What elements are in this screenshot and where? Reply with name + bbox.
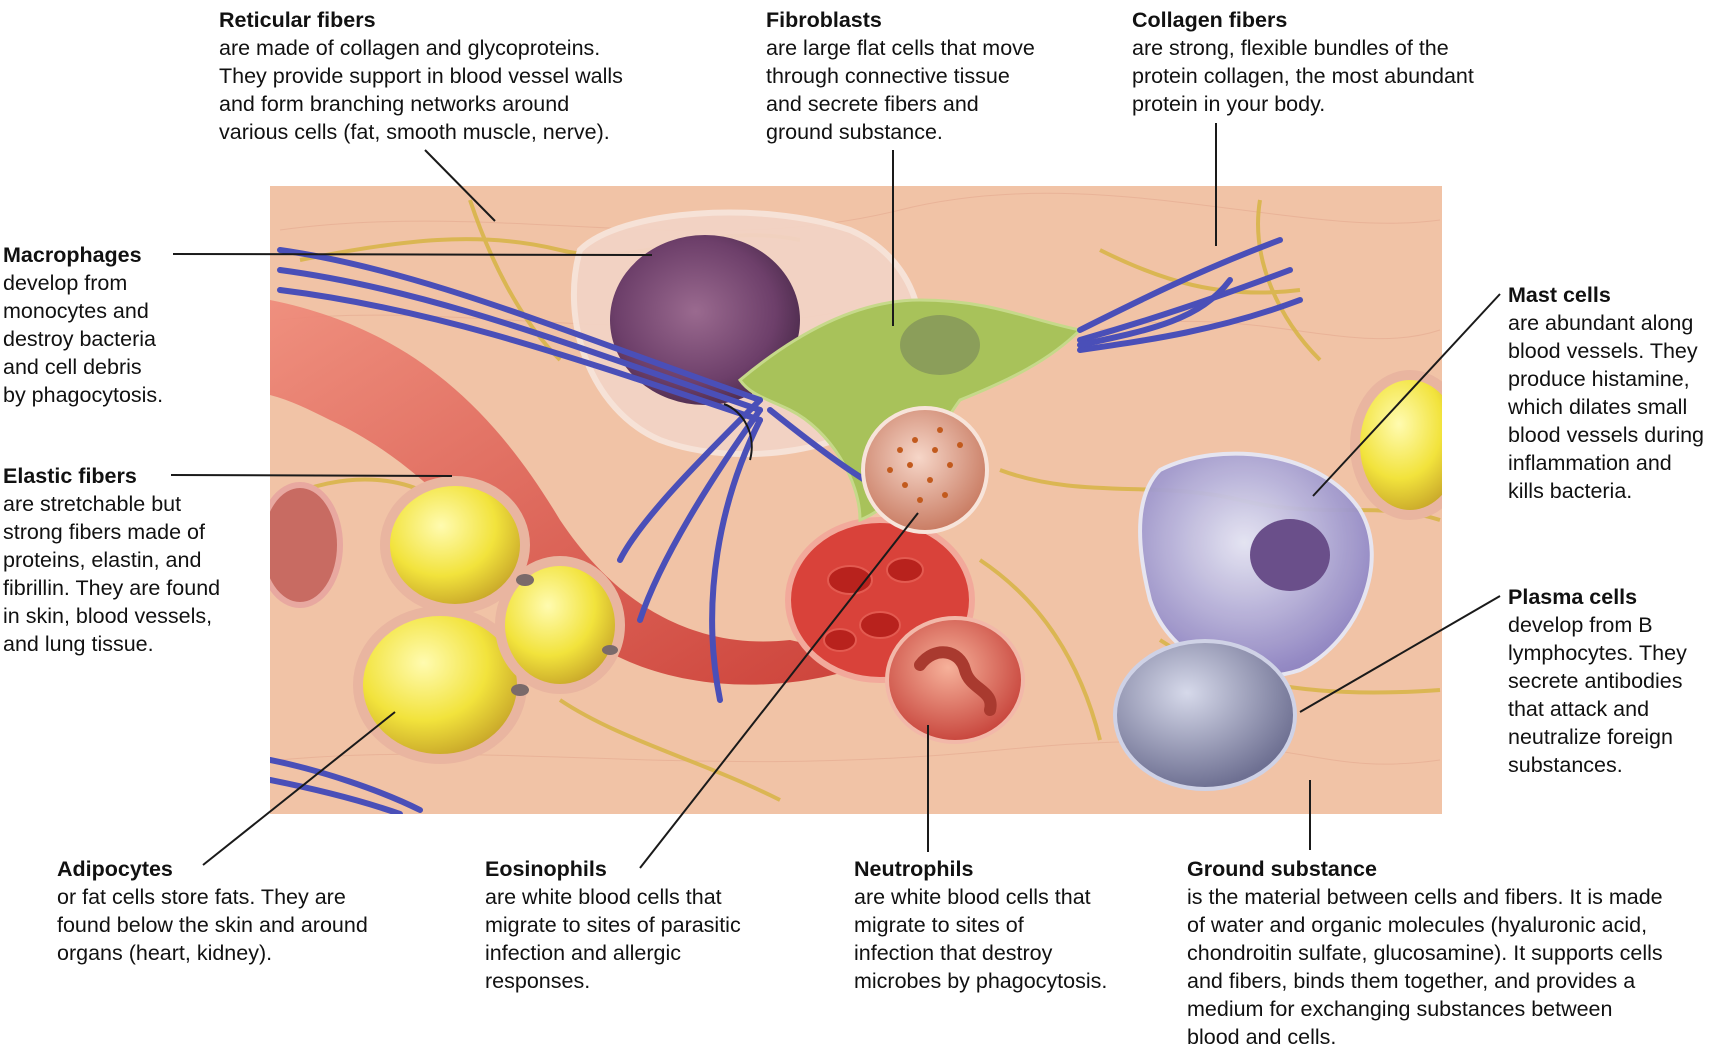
collagen-line: protein in your body. [1132,92,1326,116]
elastic-line: proteins, elastin, and [3,548,202,572]
ground-line: blood and cells. [1187,1025,1337,1049]
ground-line: and fibers, binds them together, and pro… [1187,969,1636,993]
adipocytes-line: found below the skin and around [57,913,368,937]
elastic-line: and lung tissue. [3,632,154,656]
collagen-title: Collagen fibers [1132,8,1288,32]
neutrophil-cell [885,616,1025,744]
adipocytes-line: organs (heart, kidney). [57,941,273,965]
neutrophils-title: Neutrophils [854,857,974,881]
label-eosinophils: Eosinophils are white blood cells that m… [485,855,741,995]
macrophages-line: by phagocytosis. [3,383,164,407]
label-adipocytes: Adipocytes or fat cells store fats. They… [57,855,368,967]
eosinophils-title: Eosinophils [485,857,607,881]
eosinophils-line: responses. [485,969,591,993]
adipocytes-title: Adipocytes [57,857,173,881]
reticular-line: They provide support in blood vessel wal… [219,64,623,88]
macrophages-line: destroy bacteria [3,327,156,351]
fibroblast-nucleus [900,315,980,375]
eosinophil-granules [887,427,963,503]
mast-cell-nucleus [1250,519,1330,591]
label-fibroblasts: Fibroblasts are large flat cells that mo… [766,6,1035,146]
reticular-title: Reticular fibers [219,8,376,32]
macrophages-line: and cell debris [3,355,142,379]
plasma-line: that attack and [1508,697,1650,721]
neutrophil-nucleus [914,646,997,716]
label-ground-substance: Ground substance is the material between… [1187,855,1663,1051]
eosinophils-line: are white blood cells that [485,885,722,909]
eosinophils-line: infection and allergic [485,941,682,965]
elastic-line: in skin, blood vessels, [3,604,213,628]
neutrophils-line: infection that destroy [854,941,1053,965]
label-neutrophils: Neutrophils are white blood cells that m… [854,855,1107,995]
macrophages-line: develop from [3,271,128,295]
macrophages-line: monocytes and [3,299,149,323]
ground-line: medium for exchanging substances between [1187,997,1613,1021]
plasma-line: lymphocytes. They [1508,641,1687,665]
ground-title: Ground substance [1187,857,1377,881]
fibroblasts-line: through connective tissue [766,64,1010,88]
label-macrophages: Macrophages develop from monocytes and d… [3,241,163,409]
collagen-line: are strong, flexible bundles of the [1132,36,1449,60]
neutrophils-line: migrate to sites of [854,913,1024,937]
reticular-line: are made of collagen and glycoproteins. [219,36,601,60]
neutrophils-line: are white blood cells that [854,885,1091,909]
elastic-line: strong fibers made of [3,520,205,544]
plasma-cell [1113,639,1297,791]
mast-title: Mast cells [1508,283,1611,307]
elastic-line: are stretchable but [3,492,182,516]
mast-line: which dilates small [1508,395,1688,419]
ground-line: chondroitin sulfate, glucosamine). It su… [1187,941,1663,965]
illustration-panel [270,186,1442,814]
macrophages-title: Macrophages [3,243,142,267]
plasma-line: neutralize foreign [1508,725,1673,749]
label-reticular-fibers: Reticular fibers are made of collagen an… [219,6,623,146]
mast-line: blood vessels during [1508,423,1705,447]
mast-line: blood vessels. They [1508,339,1698,363]
elastic-title: Elastic fibers [3,464,137,488]
fibroblasts-title: Fibroblasts [766,8,882,32]
adipocytes-line: or fat cells store fats. They are [57,885,346,909]
mast-line: are abundant along [1508,311,1694,335]
leader-lines [170,123,1501,869]
ground-line: is the material between cells and fibers… [1187,885,1663,909]
reticular-line: various cells (fat, smooth muscle, nerve… [219,120,610,144]
mast-line: produce histamine, [1508,367,1690,391]
red-blood-cells [823,557,924,652]
plasma-line: develop from B [1508,613,1653,637]
label-plasma-cells: Plasma cells develop from B lymphocytes.… [1508,583,1687,779]
label-elastic-fibers: Elastic fibers are stretchable but stron… [3,462,220,658]
adipocyte-cluster [353,370,1442,764]
collagen-fiber-bundles [270,237,1303,814]
mast-line: kills bacteria. [1508,479,1633,503]
mast-line: inflammation and [1508,451,1672,475]
eosinophil-cell [861,406,989,534]
collagen-line: protein collagen, the most abundant [1132,64,1474,88]
fibroblasts-line: are large flat cells that move [766,36,1035,60]
fibroblasts-line: ground substance. [766,120,943,144]
blood-vessel [270,300,880,685]
label-mast-cells: Mast cells are abundant along blood vess… [1508,281,1704,505]
label-collagen-fibers: Collagen fibers are strong, flexible bun… [1132,6,1474,118]
ground-line: of water and organic molecules (hyaluron… [1187,913,1648,937]
elastic-line: fibrillin. They are found [3,576,221,600]
fibroblasts-line: and secrete fibers and [766,92,979,116]
plasma-title: Plasma cells [1508,585,1638,609]
plasma-line: substances. [1508,753,1623,777]
reticular-line: and form branching networks around [219,92,570,116]
small-cell-left [270,482,343,608]
neutrophils-line: microbes by phagocytosis. [854,969,1108,993]
eosinophils-line: migrate to sites of parasitic [485,913,741,937]
plasma-line: secrete antibodies [1508,669,1683,693]
